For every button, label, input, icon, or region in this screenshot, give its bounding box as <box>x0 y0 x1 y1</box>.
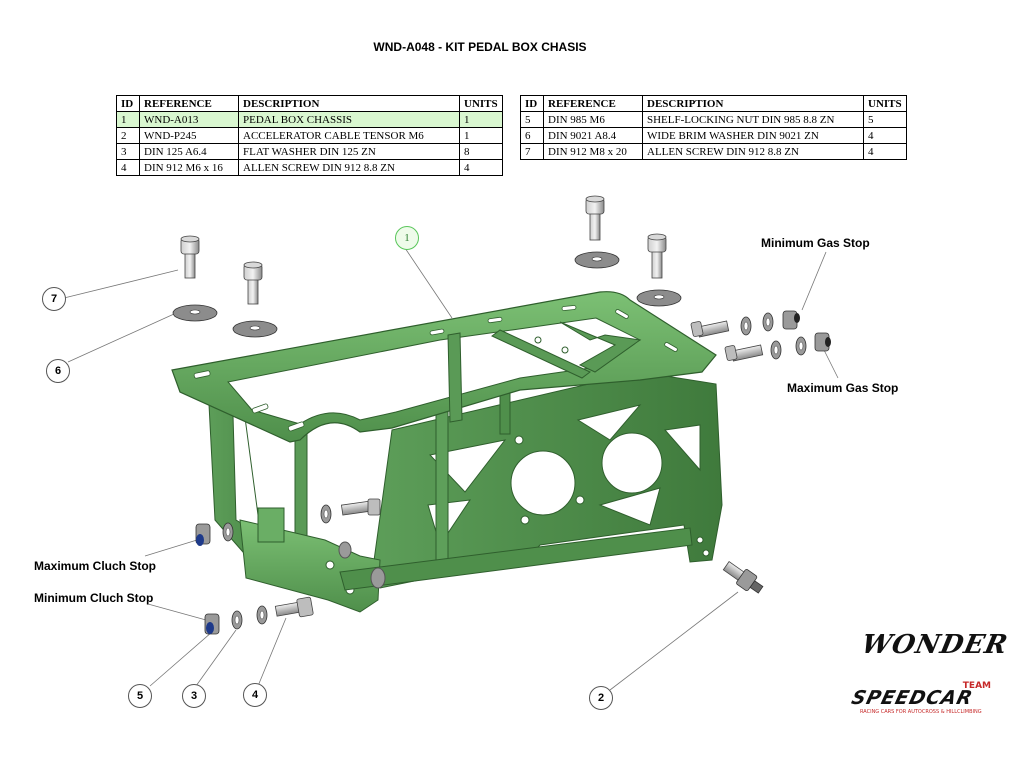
bom-row: 6 DIN 9021 A8.4 WIDE BRIM WASHER DIN 902… <box>520 127 907 144</box>
allen-screw-m8-left-2 <box>243 261 263 305</box>
bom-header-row: ID REFERENCE DESCRIPTION UNITS <box>520 95 907 112</box>
bom-cell-units: 4 <box>863 143 907 160</box>
label-maximum-gas-stop: Maximum Gas Stop <box>787 381 899 395</box>
wide-brim-washer-left <box>172 304 218 322</box>
min-gas-stop-hardware <box>690 310 800 338</box>
label-minimum-gas-stop: Minimum Gas Stop <box>761 236 870 250</box>
min-clutch-stop-hardware <box>204 596 314 635</box>
bom-row: 4 DIN 912 M6 x 16 ALLEN SCREW DIN 912 8.… <box>116 159 503 176</box>
bom-header-description: DESCRIPTION <box>642 95 864 112</box>
speedcar-logo-tag: TEAM <box>962 681 991 691</box>
bom-header-reference: REFERENCE <box>543 95 643 112</box>
bom-row: 7 DIN 912 M8 x 20 ALLEN SCREW DIN 912 8.… <box>520 143 907 160</box>
bom-cell-reference: DIN 985 M6 <box>543 111 643 128</box>
pedal-box-chassis <box>171 291 723 613</box>
bom-cell-units: 4 <box>459 159 503 176</box>
speedcar-logo-subtitle: RACING CARS FOR AUTOCROSS & HILLCLIMBING <box>860 709 982 715</box>
bom-cell-reference: DIN 912 M8 x 20 <box>543 143 643 160</box>
bom-header-row: ID REFERENCE DESCRIPTION UNITS <box>116 95 503 112</box>
bom-cell-description: FLAT WASHER DIN 125 ZN <box>238 143 460 160</box>
leader-lines <box>63 247 839 691</box>
allen-screw-m8-left <box>180 235 200 279</box>
wide-brim-washer-left-2 <box>232 320 278 338</box>
max-clutch-stop-hardware <box>195 522 234 546</box>
speedcar-logo-word: SPEEDCAR <box>849 687 976 709</box>
label-minimum-clutch-stop: Minimum Cluch Stop <box>34 591 154 605</box>
max-gas-stop-hardware <box>724 332 831 362</box>
wide-brim-washer-right-2 <box>636 289 682 307</box>
bom-row: 3 DIN 125 A6.4 FLAT WASHER DIN 125 ZN 8 <box>116 143 503 160</box>
balloon-2: 2 <box>589 686 613 710</box>
bom-table-left: ID REFERENCE DESCRIPTION UNITS 1 WND-A01… <box>116 95 503 176</box>
bom-cell-description: ALLEN SCREW DIN 912 8.8 ZN <box>642 143 864 160</box>
balloon-6: 6 <box>46 359 70 383</box>
label-maximum-clutch-stop: Maximum Cluch Stop <box>34 559 157 573</box>
bom-cell-description: ALLEN SCREW DIN 912 8.8 ZN <box>238 159 460 176</box>
bom-header-reference: REFERENCE <box>139 95 239 112</box>
bom-table-right: ID REFERENCE DESCRIPTION UNITS 5 DIN 985… <box>520 95 907 160</box>
bom-cell-units: 1 <box>459 111 503 128</box>
accelerator-cable-tensor <box>722 561 764 594</box>
speedcar-logo: SPEEDCAR TEAM RACING CARS FOR AUTOCROSS … <box>838 681 993 718</box>
bom-row: 2 WND-P245 ACCELERATOR CABLE TENSOR M6 1 <box>116 127 503 144</box>
bom-header-units: UNITS <box>863 95 907 112</box>
balloon-1: 1 <box>395 226 419 250</box>
bom-cell-reference: WND-A013 <box>139 111 239 128</box>
balloon-4: 4 <box>243 683 267 707</box>
balloon-3: 3 <box>182 684 206 708</box>
drawing-title: WND-A048 - KIT PEDAL BOX CHASIS <box>373 40 587 54</box>
bom-cell-reference: DIN 912 M6 x 16 <box>139 159 239 176</box>
bom-cell-description: ACCELERATOR CABLE TENSOR M6 <box>238 127 460 144</box>
allen-screw-m6-mid <box>320 498 381 524</box>
balloon-7: 7 <box>42 287 66 311</box>
bom-cell-description: PEDAL BOX CHASSIS <box>238 111 460 128</box>
wide-brim-washer-right <box>574 251 620 269</box>
wonder-logo: WONDER <box>858 630 1011 660</box>
allen-screw-m8-right <box>585 195 605 241</box>
allen-screw-m8-right-2 <box>647 233 667 279</box>
balloon-5: 5 <box>128 684 152 708</box>
